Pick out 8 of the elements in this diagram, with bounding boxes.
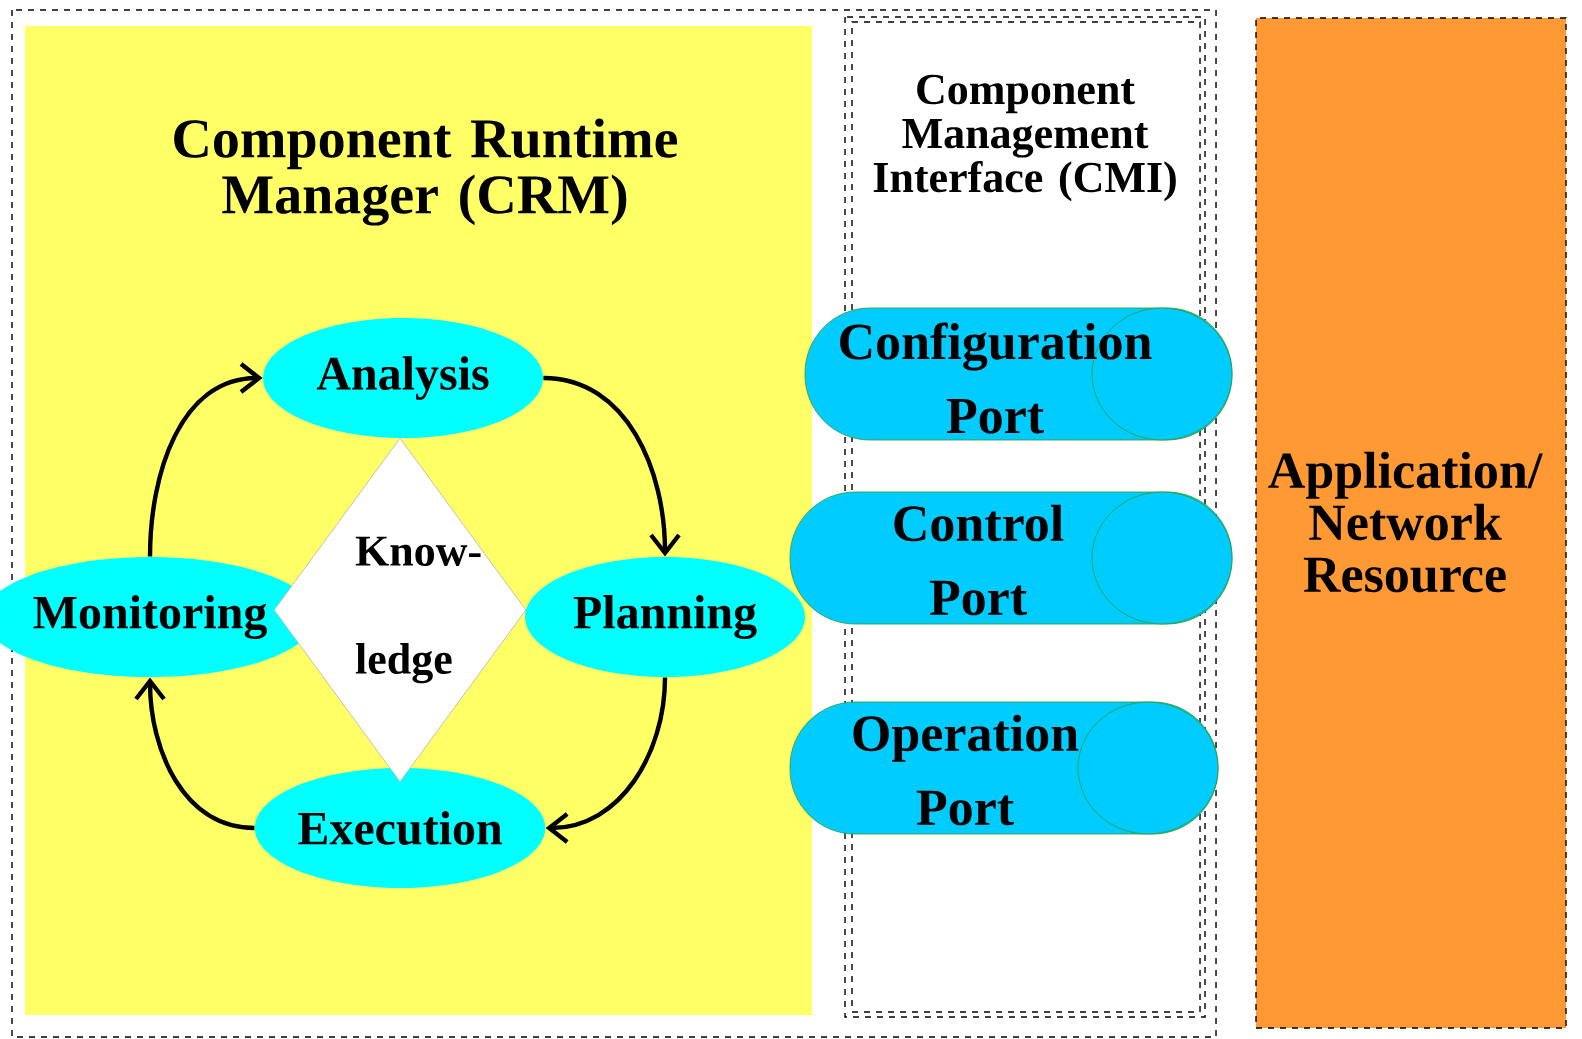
arrow xyxy=(134,677,255,831)
arrow xyxy=(147,362,263,557)
arrow xyxy=(543,375,681,557)
panel: Application/ Network Resource xyxy=(1255,17,1567,1029)
port-cylinder: Control Port xyxy=(789,491,1233,625)
arrow xyxy=(545,677,668,844)
port-cylinder: Operation Port xyxy=(789,701,1219,835)
port-cylinder: Configuration Port xyxy=(804,307,1233,441)
